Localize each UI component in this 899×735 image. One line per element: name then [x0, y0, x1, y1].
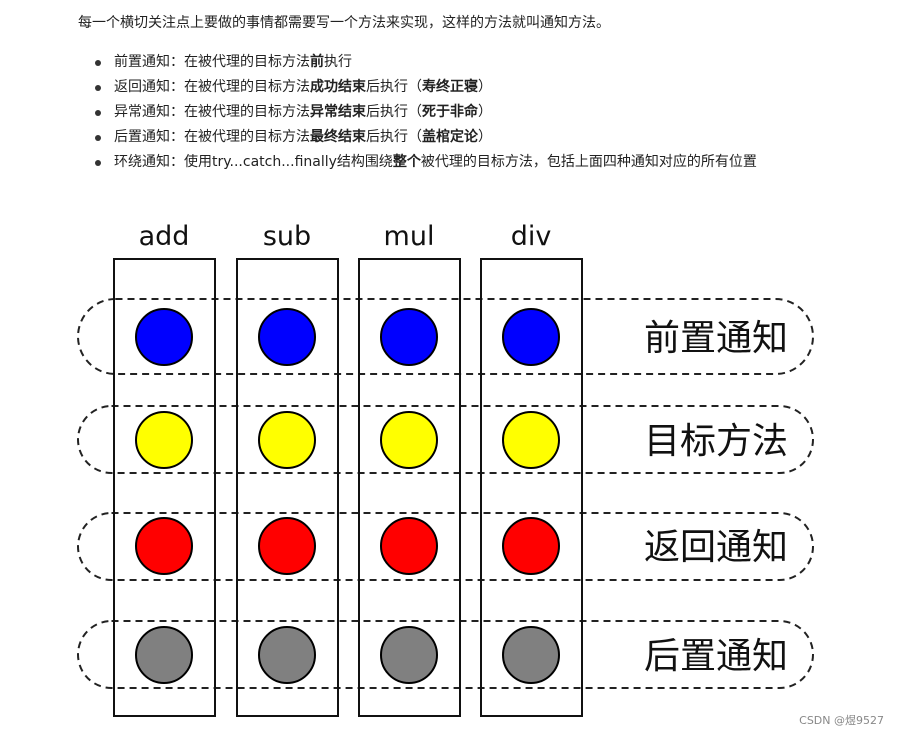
column-box-mul [358, 258, 461, 717]
advice-dot-returning-mul [380, 517, 438, 575]
advice-dot-before-div [502, 308, 560, 366]
column-label-mul: mul [384, 221, 435, 252]
notice-tail-bold: 死于非命 [422, 104, 478, 120]
column-label-add: add [139, 221, 190, 252]
bullet-icon [95, 160, 101, 166]
column-box-sub [236, 258, 339, 717]
intro-text: 每一个横切关注点上要做的事情都需要写一个方法来实现，这样的方法就叫通知方法。 [78, 15, 610, 31]
notice-paren-close: ） [478, 79, 492, 95]
row-label-target: 目标方法 [644, 421, 788, 462]
notice-text: 后置通知：在被代理的目标方法 [114, 129, 310, 145]
notice-paren-close: ） [478, 104, 492, 120]
notice-bold: 成功结束 [310, 79, 366, 95]
advice-dot-after-add [135, 626, 193, 684]
advice-dot-before-add [135, 308, 193, 366]
notice-suffix: 后执行 [366, 79, 408, 95]
advice-dot-returning-div [502, 517, 560, 575]
advice-dot-target-add [135, 411, 193, 469]
notice-paren-close: ） [478, 129, 492, 145]
bullet-icon [95, 110, 101, 116]
bullet-icon [95, 135, 101, 141]
row-band [77, 512, 814, 581]
notice-suffix: 执行 [324, 54, 352, 70]
row-band [77, 298, 814, 375]
advice-dot-after-div [502, 626, 560, 684]
notice-bold: 前 [310, 54, 324, 70]
notice-bold: 异常结束 [310, 104, 366, 120]
advice-dot-target-sub [258, 411, 316, 469]
advice-dot-before-sub [258, 308, 316, 366]
watermark-text: CSDN @煜9527 [799, 714, 884, 727]
notice-item-before: 前置通知：在被代理的目标方法前执行 [88, 50, 818, 75]
advice-dot-target-mul [380, 411, 438, 469]
column-label-div: div [511, 221, 552, 252]
notice-bold: 整个 [392, 154, 421, 170]
notice-paren-open: （ [408, 104, 422, 120]
notice-text: 返回通知：在被代理的目标方法 [114, 79, 310, 95]
notice-item-around: 环绕通知：使用try...catch...finally结构围绕整个被代理的目标… [88, 150, 818, 175]
bullet-icon [95, 60, 101, 66]
row-band [77, 620, 814, 689]
notice-text: 环绕通知：使用try...catch...finally结构围绕 [114, 154, 393, 170]
row-label-before: 前置通知 [644, 318, 788, 359]
notice-item-after-throwing: 异常通知：在被代理的目标方法异常结束后执行（死于非命） [88, 100, 818, 125]
advice-dot-target-div [502, 411, 560, 469]
notice-list: 前置通知：在被代理的目标方法前执行 返回通知：在被代理的目标方法成功结束后执行（… [88, 50, 818, 175]
notice-suffix: 被代理的目标方法，包括上面四种通知对应的所有位置 [420, 154, 757, 170]
column-box-add [113, 258, 216, 717]
notice-paren-open: （ [408, 79, 422, 95]
notice-item-after-returning: 返回通知：在被代理的目标方法成功结束后执行（寿终正寝） [88, 75, 818, 100]
row-band [77, 405, 814, 474]
row-label-returning: 返回通知 [644, 527, 788, 568]
notice-bold: 最终结束 [310, 129, 366, 145]
advice-dot-after-sub [258, 626, 316, 684]
notice-item-after: 后置通知：在被代理的目标方法最终结束后执行（盖棺定论） [88, 125, 818, 150]
advice-dot-before-mul [380, 308, 438, 366]
notice-text: 异常通知：在被代理的目标方法 [114, 104, 310, 120]
advice-dot-returning-sub [258, 517, 316, 575]
column-label-sub: sub [263, 221, 311, 252]
advice-dot-returning-add [135, 517, 193, 575]
row-label-after: 后置通知 [644, 636, 788, 677]
notice-tail-bold: 寿终正寝 [422, 79, 478, 95]
column-box-div [480, 258, 583, 717]
notice-suffix: 后执行 [366, 104, 408, 120]
bullet-icon [95, 85, 101, 91]
notice-tail-bold: 盖棺定论 [422, 129, 478, 145]
notice-paren-open: （ [408, 129, 422, 145]
advice-dot-after-mul [380, 626, 438, 684]
notice-text: 前置通知：在被代理的目标方法 [114, 54, 310, 70]
notice-suffix: 后执行 [366, 129, 408, 145]
